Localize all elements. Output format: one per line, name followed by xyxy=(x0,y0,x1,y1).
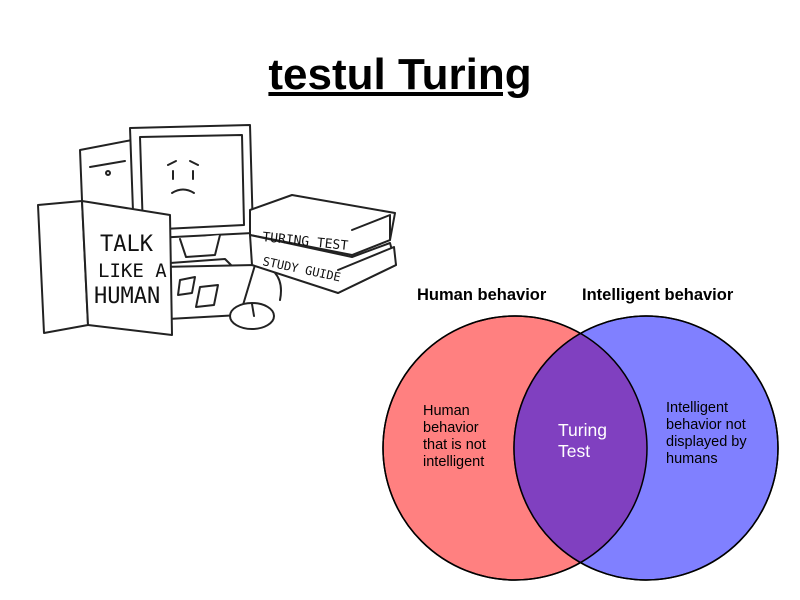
slide-title: testul Turing xyxy=(268,50,532,99)
sad-computer-illustration: TALK LIKE A HUMAN TURING TEST STUDY GUID… xyxy=(37,124,397,336)
human-behavior-label: Human behavior xyxy=(417,286,547,304)
intelligent-only-region-text: Intelligent behavior not displayed by hu… xyxy=(666,400,747,467)
intelligent-behavior-label: Intelligent behavior xyxy=(582,286,734,304)
turing-test-overlap xyxy=(514,316,647,580)
talk-like-a-human-book xyxy=(37,200,89,334)
book-cover-line-3: HUMAN xyxy=(94,284,160,309)
human-only-region-text: Human behavior that is not intelligent xyxy=(423,403,486,470)
sad-face-icon xyxy=(167,160,199,194)
book-cover-line-1: TALK xyxy=(100,232,154,257)
book-cover-line-2: LIKE A xyxy=(98,260,167,282)
turing-test-region-text: Turing Test xyxy=(558,420,607,461)
venn-diagram: Human behavior Intelligent behavior Huma… xyxy=(370,280,790,590)
